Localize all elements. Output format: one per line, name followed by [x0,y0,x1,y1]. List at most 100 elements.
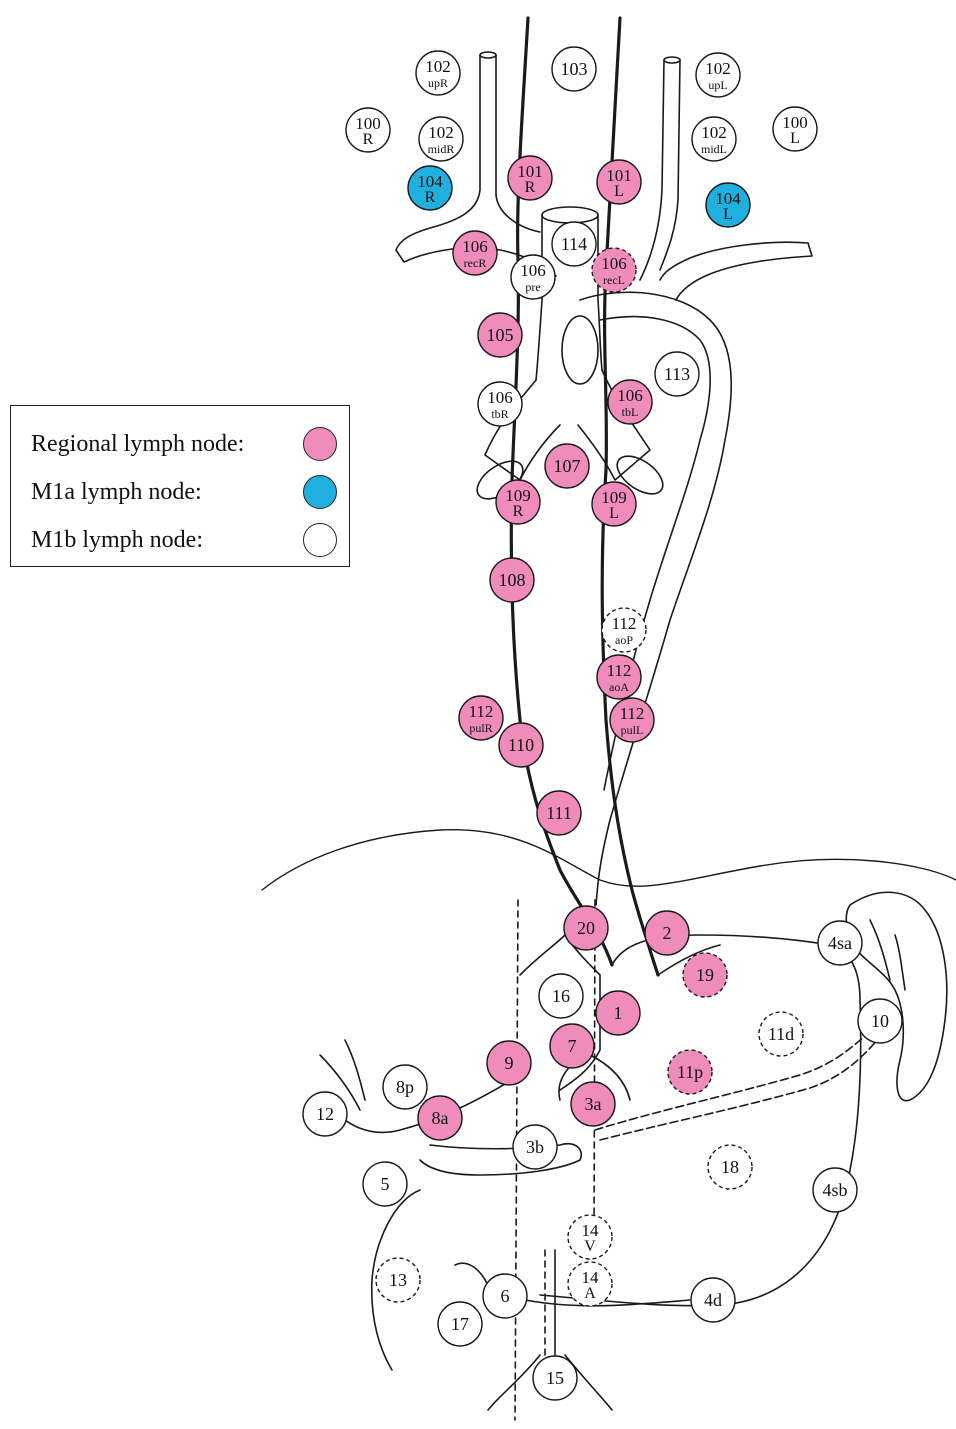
node-sublabel: L [614,183,624,200]
node-label: 102 [428,123,454,142]
lymph-node-106-tbr: 106tbR [478,382,522,426]
node-label: 9 [505,1053,514,1073]
node-label: 3b [526,1137,544,1157]
node-sublabel: V [584,1238,596,1255]
node-sublabel: L [790,130,800,147]
node-label: 19 [696,965,714,985]
lymph-node-8p: 8p [383,1065,427,1109]
splenic-artery-2 [600,1032,884,1140]
node-label: 102 [701,123,727,142]
lymph-node-109-r: 109R [496,480,540,524]
lymph-node-10: 10 [858,999,902,1043]
lymph-node-16: 16 [539,974,583,1018]
bifurcation-left [488,1355,540,1410]
node-label: 112 [469,702,494,721]
lymph-node-107: 107 [545,444,589,488]
lymph-node-102-midr: 102midR [419,117,463,161]
node-sublabel: recL [603,273,625,287]
lymph-node-112-aop: 112aoP [602,608,646,652]
node-label: 6 [501,1286,510,1306]
lymph-node-3a: 3a [571,1082,615,1126]
node-label: 106 [617,386,643,405]
node-sublabel: upR [428,76,448,90]
node-sublabel: pulR [469,721,492,735]
lymph-node-104-r: 104R [408,166,452,210]
lymph-node-109-l: 109L [592,482,636,526]
node-label: 8a [432,1108,449,1128]
lymph-node-102-upl: 102upL [696,53,740,97]
node-sublabel: R [363,131,374,148]
lymph-node-11d: 11d [759,1012,803,1056]
legend-swatch-m1b [303,523,337,557]
lymph-node-106-tbl: 106tbL [608,380,652,424]
node-sublabel: L [609,505,619,522]
node-sublabel: midR [428,142,455,156]
right-carotid-top [480,52,496,58]
trachea-top [542,207,598,223]
lymph-node-12: 12 [303,1092,347,1136]
node-label: 111 [546,803,572,823]
node-label: 8p [396,1077,414,1097]
lymph-node-110: 110 [499,723,543,767]
node-label: 110 [508,735,534,755]
node-sublabel: A [584,1285,596,1302]
node-label: 3a [585,1094,602,1114]
node-sublabel: aoP [615,633,633,647]
node-label: 1 [614,1003,623,1023]
node-label: 15 [546,1368,564,1388]
node-label: 16 [552,986,570,1006]
lymph-node-1: 1 [596,991,640,1035]
lymph-node-6: 6 [483,1274,527,1318]
node-label: 112 [620,704,645,723]
node-sublabel: R [525,179,536,196]
node-sublabel: pulL [621,723,644,737]
lymph-nodes: 102upR103102upL100R102midR102midL100L104… [303,47,902,1400]
lymph-node-18: 18 [708,1145,752,1189]
left-carotid [640,60,664,280]
lymph-node-103: 103 [552,47,596,91]
lymph-node-17: 17 [438,1302,482,1346]
node-label: 114 [561,234,587,254]
node-sublabel: upL [708,78,727,92]
lymph-node-3b: 3b [513,1125,557,1169]
node-label: 11d [768,1024,794,1044]
legend-swatch-m1a [303,475,337,509]
node-sublabel: R [425,189,436,206]
lymph-node-11p: 11p [668,1050,712,1094]
node-label: 11p [677,1062,703,1082]
node-label: 4sa [828,933,852,953]
lymph-node-113: 113 [655,352,699,396]
node-label: 5 [381,1174,390,1194]
node-sublabel: L [723,206,733,223]
legend-swatch-regional [303,427,337,461]
diaphragm [262,830,956,890]
node-sublabel: tbL [622,405,639,419]
node-label: 112 [612,614,637,633]
lymph-node-14-v: 14V [568,1215,612,1259]
lymph-node-108: 108 [490,558,534,602]
lymph-node-9: 9 [487,1041,531,1085]
aorta-abdominal-right [594,900,595,1240]
node-label: 106 [462,237,488,256]
node-label: 103 [561,59,588,79]
lymph-node-7: 7 [550,1024,594,1068]
legend-label-m1a: M1a lymph node: [31,472,202,512]
anatomy-outline [262,18,956,1420]
node-label: 12 [316,1104,334,1124]
node-label: 106 [601,254,627,273]
node-label: 113 [664,364,690,384]
left-subclavian-lower [660,242,808,280]
lymph-node-4d: 4d [691,1278,735,1322]
node-label: 112 [607,661,632,680]
node-label: 17 [451,1314,469,1334]
legend: Regional lymph node: M1a lymph node: M1b… [10,405,350,567]
left-subclavian [676,243,812,300]
node-label: 13 [389,1270,407,1290]
node-label: 108 [499,570,526,590]
